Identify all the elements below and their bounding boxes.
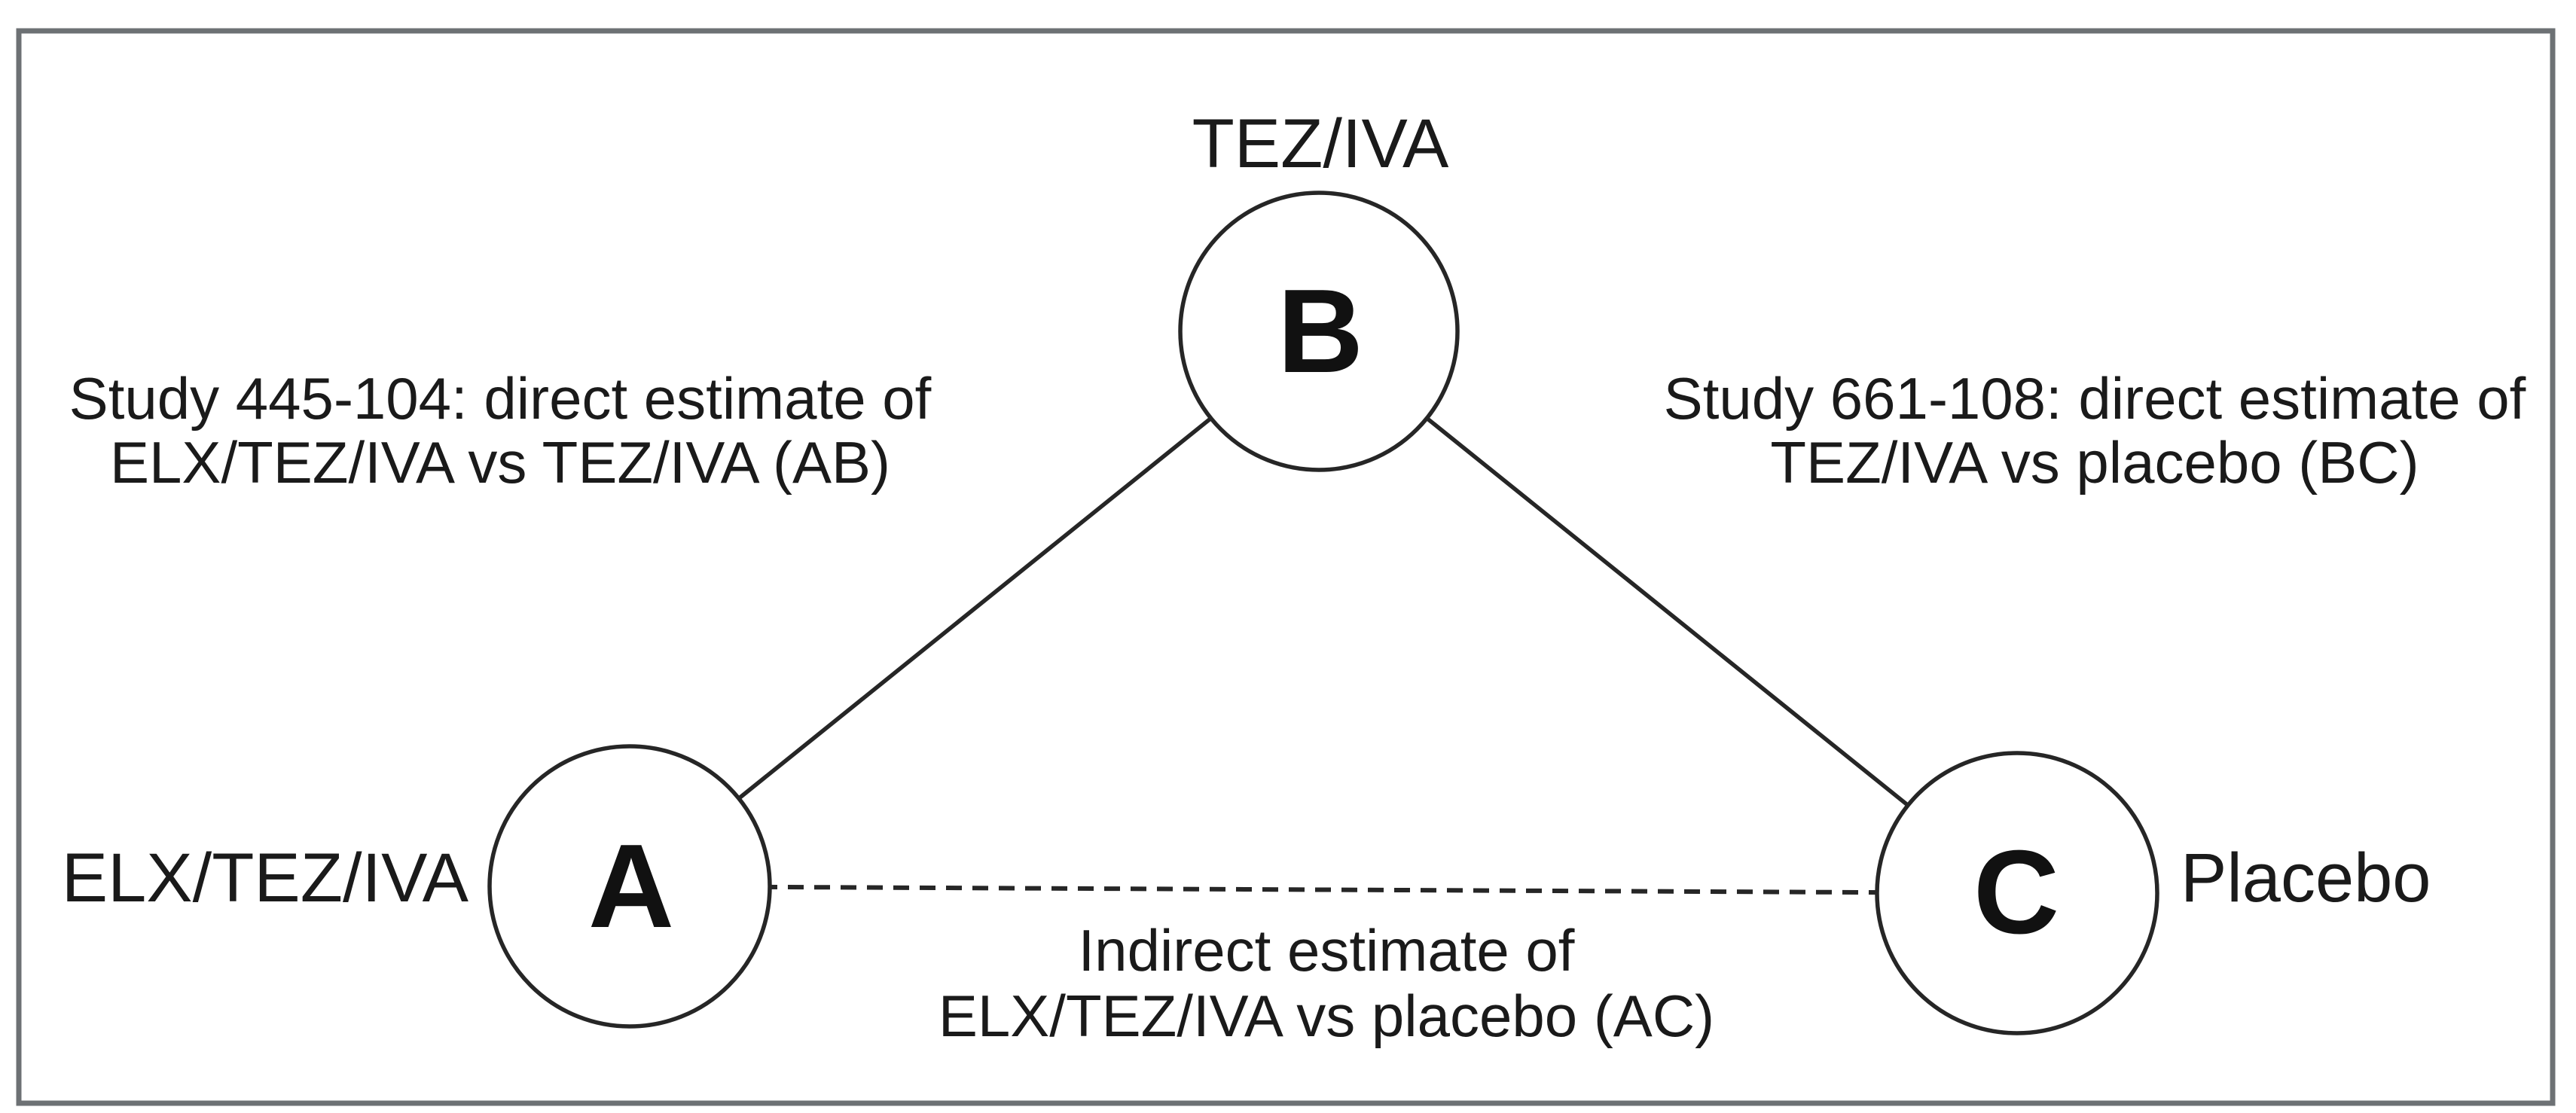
edge-label-ac-line1: Indirect estimate of (1079, 917, 1575, 983)
edge-label-ab-line1: Study 445-104: direct estimate of (69, 365, 932, 431)
node-letter-a: A (588, 820, 674, 953)
edge-label-ab-line2: ELX/TEZ/IVA vs TEZ/IVA (AB) (110, 429, 890, 496)
node-label-elx-tez-iva: ELX/TEZ/IVA (62, 840, 469, 916)
node-label-tez-iva: TEZ/IVA (1192, 105, 1449, 182)
edge-line-bc (1317, 329, 2019, 895)
node-label-placebo: Placebo (2181, 840, 2431, 916)
edge-label-bc-line1: Study 661-108: direct estimate of (1664, 365, 2526, 431)
edge-line-ac-dashed (629, 884, 2018, 895)
node-circle-c (1875, 751, 2159, 1035)
edge-line-ab (628, 329, 1320, 889)
edge-label-ac-line2: ELX/TEZ/IVA vs placebo (AC) (939, 983, 1714, 1049)
node-letter-c: C (1973, 826, 2059, 959)
node-letter-b: B (1277, 265, 1363, 398)
edge-label-bc-line2: TEZ/IVA vs placebo (BC) (1770, 429, 2419, 496)
node-circle-a (487, 744, 772, 1029)
node-circle-b (1178, 191, 1460, 472)
